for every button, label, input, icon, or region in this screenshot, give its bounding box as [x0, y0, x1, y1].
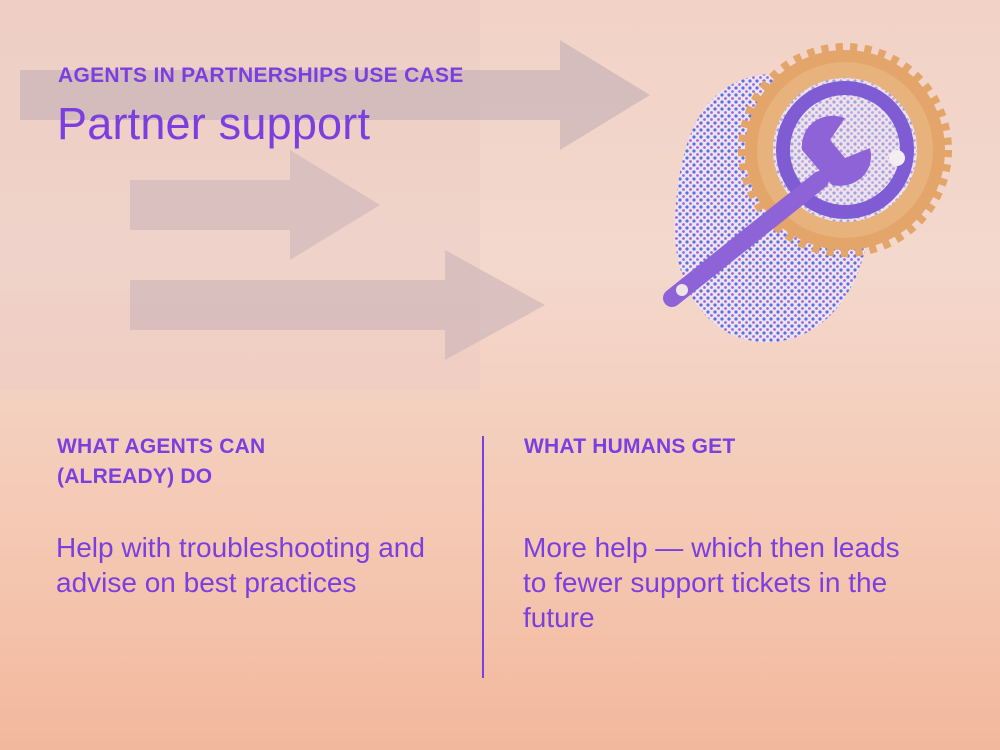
page-title: Partner support: [57, 98, 371, 149]
agents-can-do-heading-line2: (ALREADY) DO: [57, 465, 213, 488]
humans-get-body: More help — which then leads to fewer su…: [523, 532, 900, 633]
agents-can-do-heading: WHAT AGENTS CAN (ALREADY) DO: [57, 432, 357, 492]
agents-can-do-body: Help with troubleshooting and advise on …: [56, 532, 425, 598]
arrow-icon: [130, 150, 380, 260]
gear-wrench-illustration: [663, 43, 952, 343]
humans-get-heading: WHAT HUMANS GET: [524, 435, 736, 458]
agents-can-do-heading-line1: WHAT AGENTS CAN: [57, 435, 266, 458]
wrench-icon: [663, 115, 872, 307]
column-divider: [482, 436, 484, 678]
use-case-kicker: AGENTS IN PARTNERSHIPS USE CASE: [58, 64, 464, 87]
arrow-icon: [130, 250, 545, 360]
